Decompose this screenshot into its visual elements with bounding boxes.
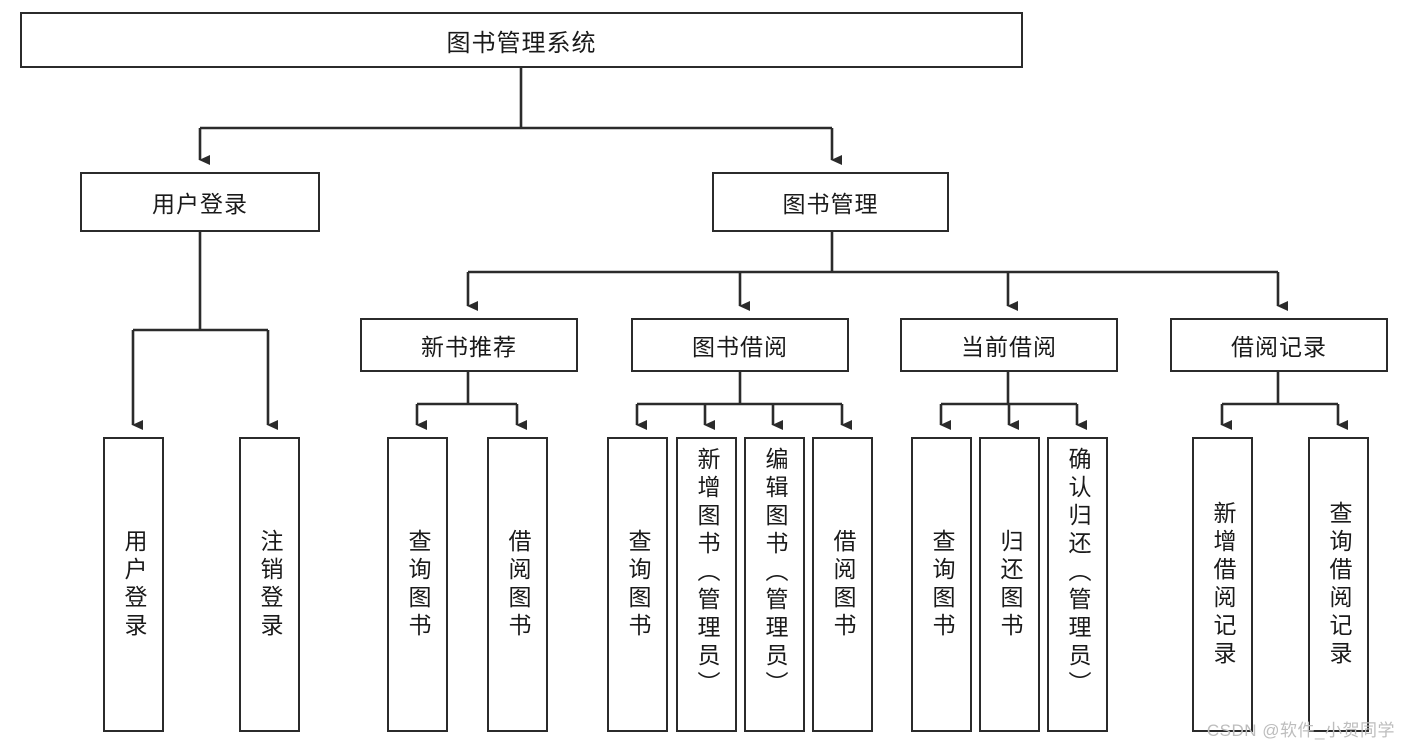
leaf-add-book-admin[interactable]: 新增图书（管理员）	[676, 437, 737, 732]
node-current-borrow[interactable]: 当前借阅	[900, 318, 1118, 372]
leaf-borrow-book[interactable]: 借阅图书	[812, 437, 873, 732]
leaf-label: 新增借阅记录	[1210, 500, 1236, 669]
watermark: CSDN @软件_小贺同学	[1206, 721, 1395, 740]
node-book-borrow[interactable]: 图书借阅	[631, 318, 849, 372]
node-user-login-label: 用户登录	[152, 191, 248, 217]
node-book-borrow-label: 图书借阅	[692, 334, 788, 360]
leaf-label: 查询借阅记录	[1326, 500, 1352, 669]
node-book-management-label: 图书管理	[782, 191, 879, 217]
leaf-borrow-book-recommend[interactable]: 借阅图书	[487, 437, 548, 732]
node-new-book-recommend-label: 新书推荐	[421, 334, 517, 360]
leaf-add-borrow-record[interactable]: 新增借阅记录	[1192, 437, 1253, 732]
leaf-label: 注销登录	[257, 528, 283, 641]
leaf-query-book-recommend[interactable]: 查询图书	[387, 437, 448, 732]
leaf-label: 用户登录	[121, 528, 147, 641]
leaf-return-book[interactable]: 归还图书	[979, 437, 1040, 732]
node-root-label: 图书管理系统	[446, 29, 597, 57]
leaf-user-login[interactable]: 用户登录	[103, 437, 164, 732]
leaf-label: 查询图书	[929, 528, 955, 641]
leaf-label: 新增图书（管理员）	[694, 447, 720, 699]
leaf-query-borrow-record[interactable]: 查询借阅记录	[1308, 437, 1369, 732]
node-borrow-records-label: 借阅记录	[1231, 334, 1327, 360]
node-new-book-recommend[interactable]: 新书推荐	[360, 318, 578, 372]
leaf-query-book-current[interactable]: 查询图书	[911, 437, 972, 732]
leaf-edit-book-admin[interactable]: 编辑图书（管理员）	[744, 437, 805, 732]
node-user-login[interactable]: 用户登录	[80, 172, 320, 232]
leaf-label: 确认归还（管理员）	[1065, 447, 1091, 699]
node-root[interactable]: 图书管理系统	[20, 12, 1023, 68]
leaf-label: 借阅图书	[830, 528, 856, 641]
node-book-management[interactable]: 图书管理	[712, 172, 949, 232]
node-current-borrow-label: 当前借阅	[961, 334, 1057, 360]
leaf-confirm-return-admin[interactable]: 确认归还（管理员）	[1047, 437, 1108, 732]
node-borrow-records[interactable]: 借阅记录	[1170, 318, 1388, 372]
leaf-label: 查询图书	[405, 528, 431, 641]
leaf-query-book-borrow[interactable]: 查询图书	[607, 437, 668, 732]
leaf-label: 借阅图书	[505, 528, 531, 641]
leaf-label: 编辑图书（管理员）	[762, 447, 788, 699]
leaf-label: 归还图书	[997, 528, 1023, 641]
leaf-label: 查询图书	[625, 528, 651, 641]
leaf-logout[interactable]: 注销登录	[239, 437, 300, 732]
